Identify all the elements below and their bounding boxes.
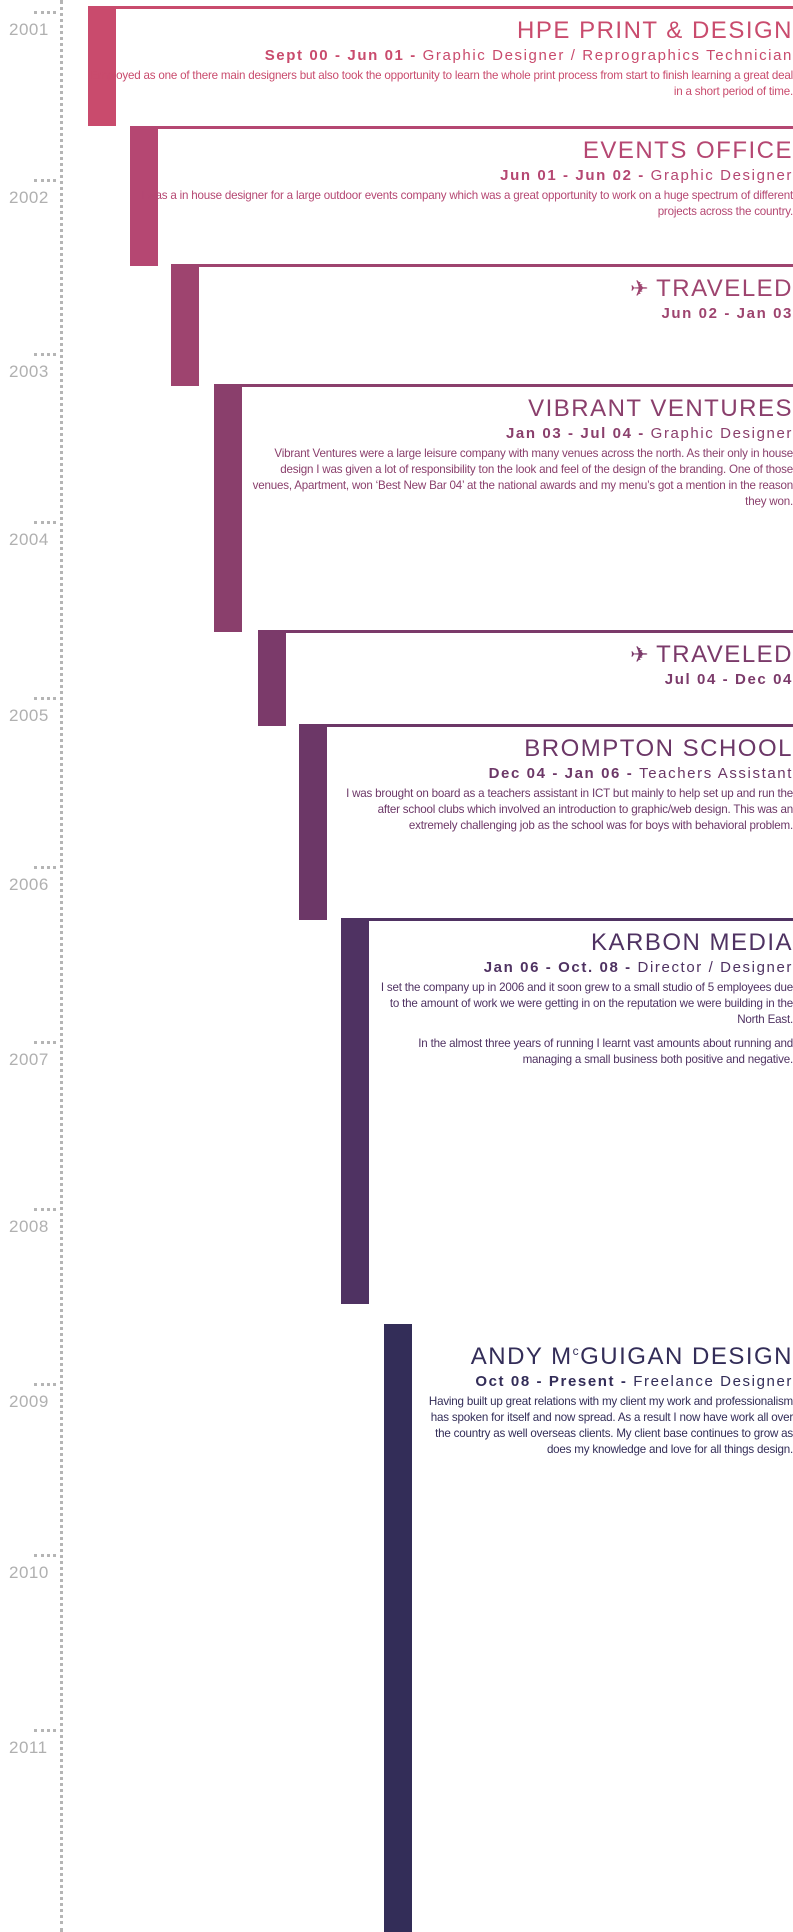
- entry-bar: [341, 918, 369, 1304]
- timeline-entry-vibrant-ventures: VIBRANT VENTURES Jan 03 - Jul 04 - Graph…: [214, 384, 793, 632]
- entry-bar: [258, 630, 286, 726]
- entry-title: EVENTS OFFICE: [582, 137, 793, 164]
- entry-top-rule: [242, 384, 793, 387]
- entry-top-rule: [116, 6, 793, 9]
- year-label: 2004: [0, 521, 56, 550]
- entry-title: VIBRANT VENTURES: [528, 395, 793, 422]
- timeline-entry-events-office: EVENTS OFFICE Jun 01 - Jun 02 - Graphic …: [130, 126, 793, 266]
- entry-dates: Jun 02 - Jan 03: [661, 305, 793, 322]
- entry-description: Having built up great relations with my …: [428, 1395, 793, 1456]
- entry-bar: [130, 126, 158, 266]
- entry-top-rule: [199, 264, 793, 267]
- year-label: 2008: [0, 1208, 56, 1237]
- entry-dates: Jun 01 - Jun 02 -: [500, 167, 645, 184]
- entry-description: I set the company up in 2006 and it soon…: [380, 981, 793, 1026]
- entry-dates: Jan 06 - Oct. 08 -: [483, 959, 632, 976]
- entry-title: TRAVELED: [656, 641, 793, 668]
- timeline-rail: [60, 0, 63, 1932]
- year-label: 2003: [0, 353, 56, 382]
- entry-top-rule: [158, 126, 793, 129]
- year-label: 2001: [0, 11, 56, 40]
- year-label: 2007: [0, 1041, 56, 1070]
- entry-role: Graphic Designer: [650, 425, 793, 442]
- year-label: 2011: [0, 1729, 56, 1758]
- entry-description: I was brought on board as a teachers ass…: [346, 787, 793, 832]
- entry-dates: Jul 04 - Dec 04: [664, 671, 793, 688]
- entry-dates: Oct 08 - Present -: [475, 1373, 628, 1390]
- year-label: 2006: [0, 866, 56, 895]
- entry-bar: [171, 264, 199, 386]
- year-label: 2009: [0, 1383, 56, 1412]
- entry-bar: [384, 1324, 412, 1932]
- year-label: 2005: [0, 697, 56, 726]
- entry-top-rule: [369, 918, 793, 921]
- entry-description: I was a in house designer for a large ou…: [141, 189, 793, 218]
- year-label: 2002: [0, 179, 56, 208]
- timeline-entry-karbon-media: KARBON MEDIA Jan 06 - Oct. 08 - Director…: [341, 918, 793, 1304]
- entry-bar: [299, 724, 327, 920]
- entry-bar: [214, 384, 242, 632]
- entry-top-rule: [327, 724, 793, 727]
- entry-bar: [88, 6, 116, 126]
- entry-top-rule: [286, 630, 793, 633]
- timeline-entry-traveled: ✈TRAVELED Jun 02 - Jan 03: [171, 264, 793, 386]
- entry-dates: Sept 00 - Jun 01 -: [264, 47, 417, 64]
- timeline-entry-andy-mcguigan-design: ANDY McGUIGAN DESIGN Oct 08 - Present - …: [384, 1324, 793, 1932]
- entry-role: Graphic Designer / Reprographics Technic…: [422, 47, 793, 64]
- entry-dates: Jan 03 - Jul 04 -: [505, 425, 645, 442]
- entry-role: Director / Designer: [637, 959, 793, 976]
- timeline-entry-hpe: HPE PRINT & DESIGN Sept 00 - Jun 01 - Gr…: [88, 6, 793, 126]
- entry-title: KARBON MEDIA: [590, 929, 793, 956]
- entry-title: TRAVELED: [656, 275, 793, 302]
- entry-title: HPE PRINT & DESIGN: [517, 17, 793, 44]
- timeline-entry-traveled: ✈TRAVELED Jul 04 - Dec 04: [258, 630, 793, 726]
- entry-title: ANDY McGUIGAN DESIGN: [470, 1343, 793, 1370]
- entry-role: Freelance Designer: [633, 1373, 793, 1390]
- year-label: 2010: [0, 1554, 56, 1583]
- airplane-icon: ✈: [630, 642, 651, 667]
- airplane-icon: ✈: [630, 276, 651, 301]
- entry-role: Teachers Assistant: [639, 765, 793, 782]
- entry-dates: Dec 04 - Jan 06 -: [488, 765, 634, 782]
- entry-title: BROMPTON SCHOOL: [524, 735, 793, 762]
- entry-description: Employed as one of there main designers …: [90, 69, 793, 98]
- entry-description: Vibrant Ventures were a large leisure co…: [252, 447, 793, 508]
- entry-role: Graphic Designer: [650, 167, 793, 184]
- timeline-entry-brompton-school: BROMPTON SCHOOL Dec 04 - Jan 06 - Teache…: [299, 724, 793, 920]
- entry-description: In the almost three years of running I l…: [418, 1037, 793, 1066]
